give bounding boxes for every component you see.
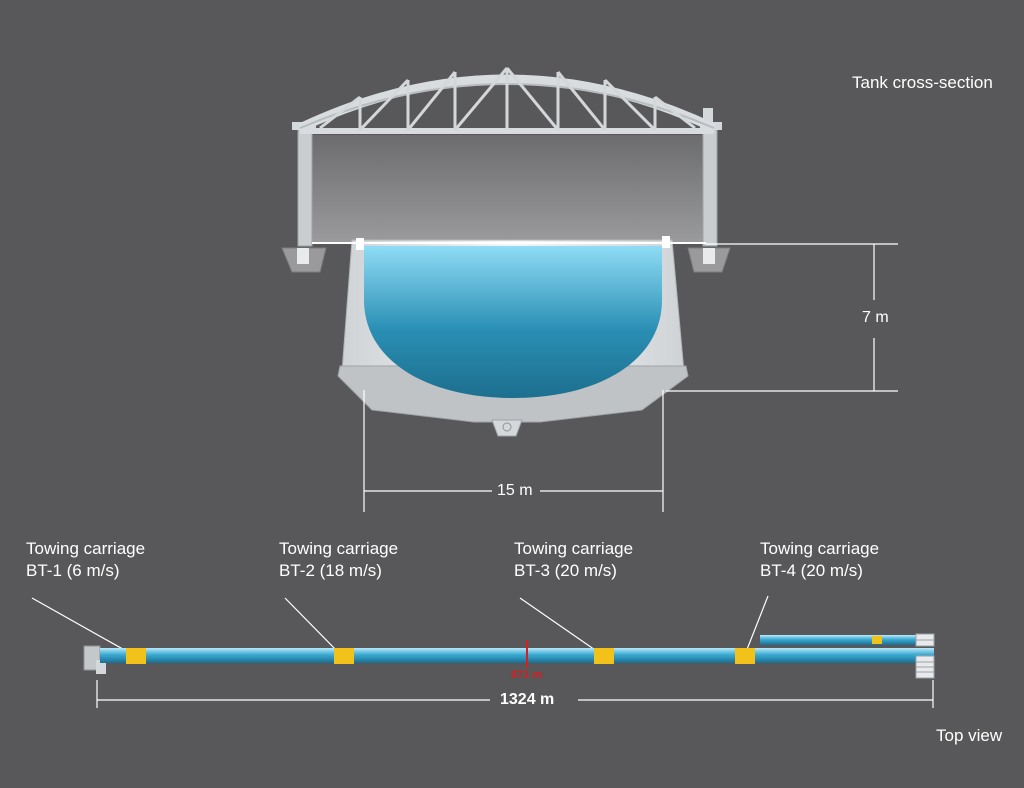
carriage-marker-2 bbox=[334, 648, 354, 664]
carriage-spec: BT-3 (20 m/s) bbox=[514, 561, 617, 580]
carriage-marker-5 bbox=[872, 636, 882, 644]
left-wall bbox=[297, 127, 313, 247]
carriage-name: Towing carriage bbox=[514, 539, 634, 558]
roof-truss bbox=[319, 67, 696, 132]
cross-section bbox=[281, 67, 731, 437]
dimension-lines bbox=[96, 243, 934, 708]
width-label: 15 m bbox=[497, 482, 533, 499]
carriage-name: Towing carriage bbox=[760, 539, 880, 558]
top-view-title: Top view bbox=[936, 726, 1003, 745]
carriage-marker-4 bbox=[735, 648, 755, 664]
carriage-label-3: Towing carriage BT-3 (20 m/s) bbox=[514, 538, 633, 582]
drain bbox=[491, 419, 523, 437]
carriage-label-1: Towing carriage BT-1 (6 m/s) bbox=[26, 538, 145, 582]
hall-interior bbox=[312, 135, 706, 243]
top-view bbox=[83, 633, 935, 679]
carriage-marker-3 bbox=[594, 648, 614, 664]
leader-lines bbox=[31, 595, 769, 653]
carriage-spec: BT-2 (18 m/s) bbox=[279, 561, 382, 580]
depth-label: 7 m bbox=[862, 309, 889, 326]
secondary-basin bbox=[760, 635, 920, 645]
right-wall bbox=[702, 127, 718, 247]
carriage-spec: BT-1 (6 m/s) bbox=[26, 561, 120, 580]
carriage-marker-1 bbox=[126, 648, 146, 664]
main-basin bbox=[100, 648, 934, 663]
cross-section-title: Tank cross-section bbox=[852, 73, 993, 92]
midpoint-label: 671 m bbox=[511, 669, 543, 681]
carriage-label-4: Towing carriage BT-4 (20 m/s) bbox=[760, 538, 879, 582]
carriage-name: Towing carriage bbox=[26, 539, 146, 558]
carriage-spec: BT-4 (20 m/s) bbox=[760, 561, 863, 580]
water bbox=[364, 246, 662, 398]
roof-beam bbox=[300, 128, 714, 134]
carriage-name: Towing carriage bbox=[279, 539, 399, 558]
carriage-label-2: Towing carriage BT-2 (18 m/s) bbox=[279, 538, 398, 582]
length-label: 1324 m bbox=[500, 691, 555, 708]
